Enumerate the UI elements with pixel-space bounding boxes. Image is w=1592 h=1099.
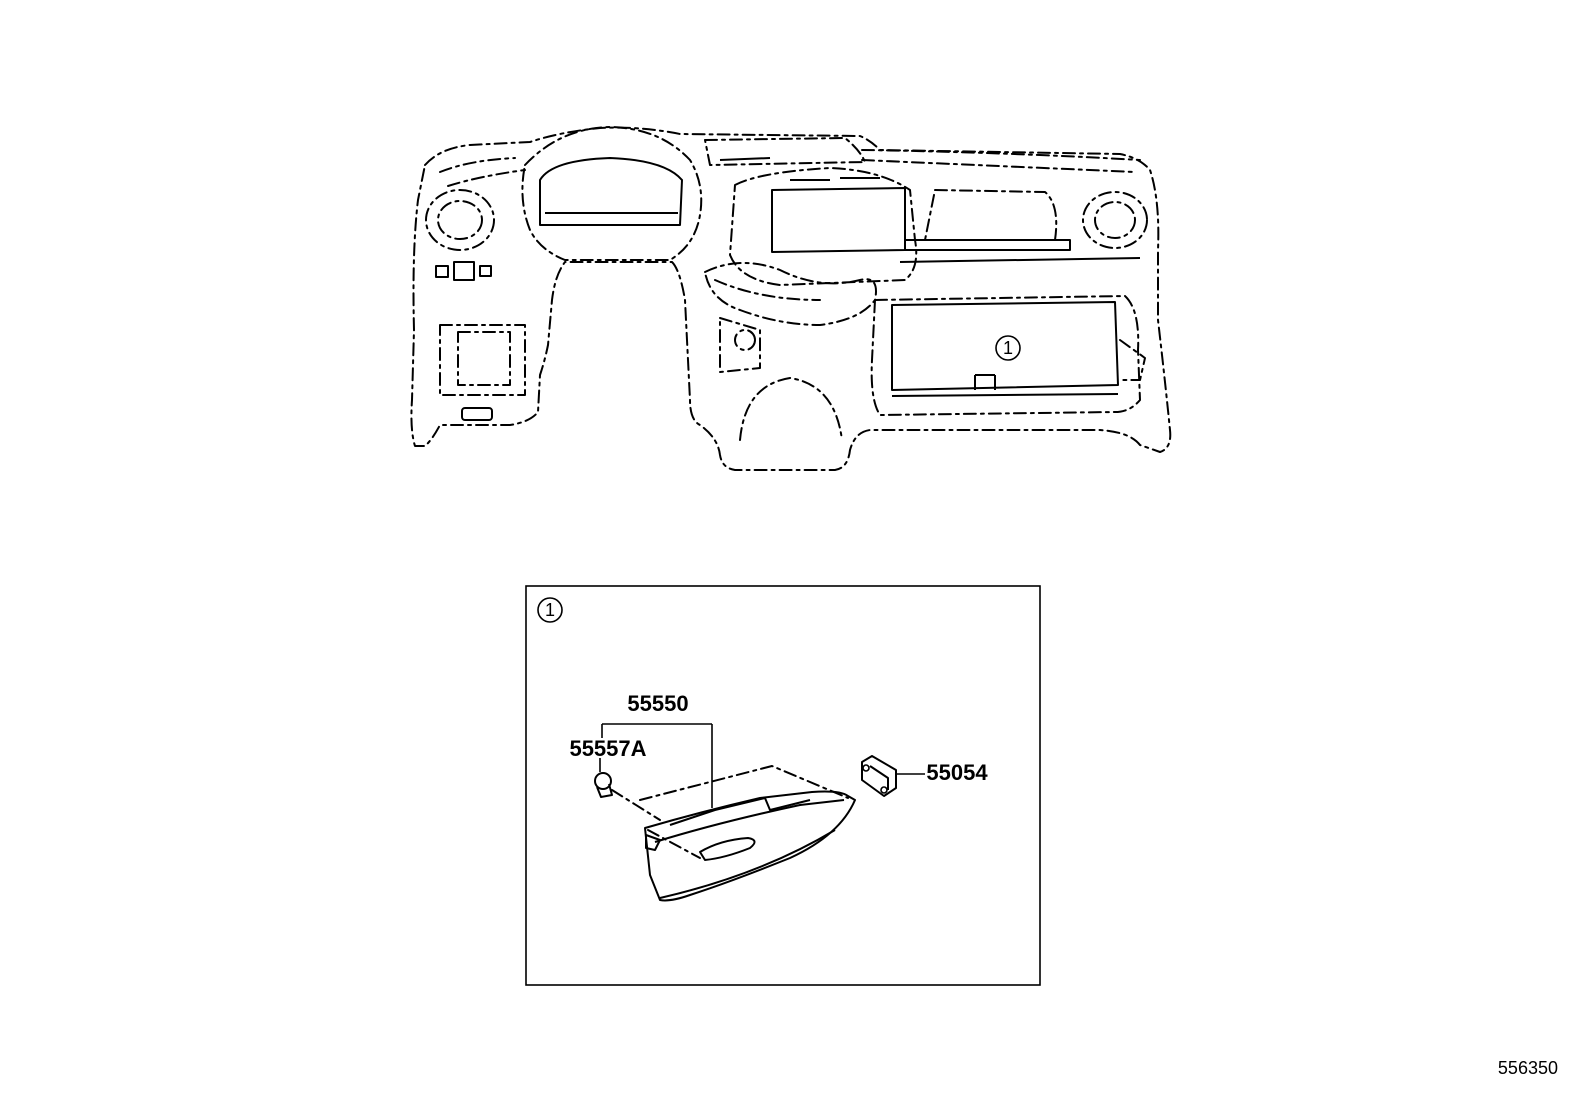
part-number-hinge: 55054	[926, 760, 988, 785]
instrument-panel-outline	[410, 126, 1172, 471]
detail-callout: 1	[537, 597, 563, 623]
glove-box-drawing	[611, 765, 856, 902]
detail-callout-label: 1	[545, 600, 555, 620]
part-number-glove-box: 55550	[627, 691, 688, 716]
overview-callout: 1	[995, 335, 1021, 361]
detail-frame	[525, 585, 1041, 986]
stopper-part	[594, 772, 613, 798]
leader-lines	[599, 723, 925, 808]
overview-callout-label: 1	[1003, 338, 1013, 358]
hinge-part	[861, 755, 897, 797]
part-number-stopper: 55557A	[569, 736, 646, 761]
diagram-reference-code: 556350	[1498, 1058, 1558, 1078]
